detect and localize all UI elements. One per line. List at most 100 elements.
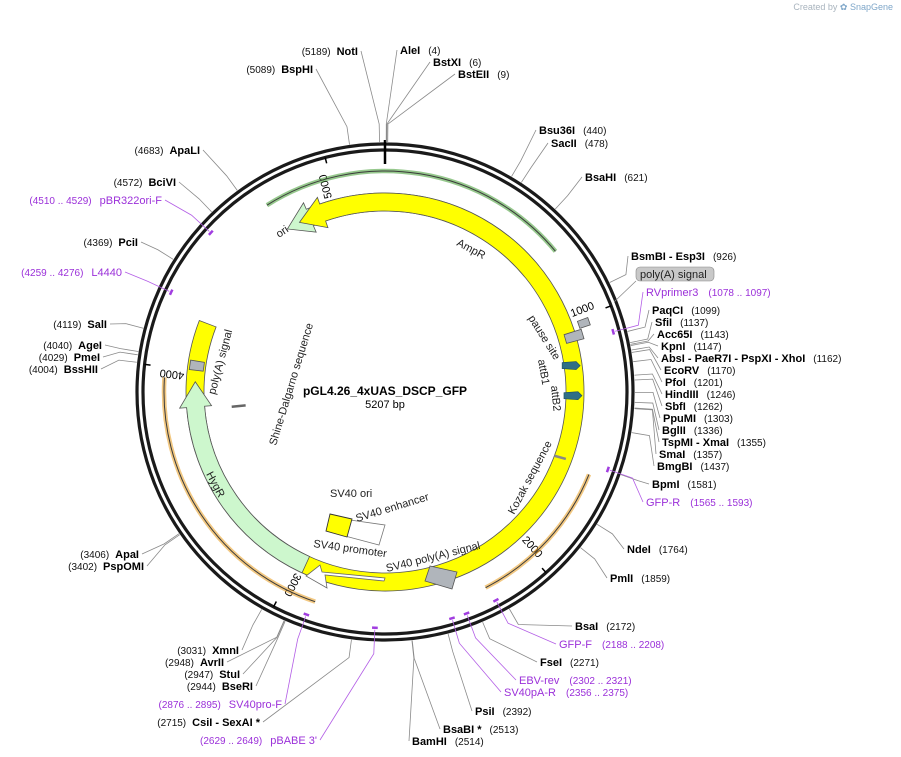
site-leader <box>146 534 180 567</box>
restriction-site[interactable]: (3031)XmnI <box>177 645 239 657</box>
site-position: (3406) <box>80 550 109 561</box>
restriction-site[interactable]: (4683)ApaLI <box>135 145 200 157</box>
restriction-site[interactable]: (2947)StuI <box>184 669 240 681</box>
restriction-site[interactable]: SmaI(1357) <box>659 449 722 461</box>
restriction-site[interactable]: SfiI(1137) <box>655 317 708 329</box>
restriction-site[interactable]: BstEII(9) <box>458 69 509 81</box>
restriction-site[interactable]: (5089)BspHI <box>246 64 313 76</box>
primer-site[interactable]: SV40pA-R (2356 .. 2375) <box>504 687 628 699</box>
restriction-site[interactable]: (4040)AgeI <box>43 340 102 352</box>
site-enzyme: PciI <box>118 237 138 249</box>
polya-signal-box <box>188 359 205 372</box>
restriction-site[interactable]: PsiI(2392) <box>475 706 531 718</box>
site-leader <box>408 640 415 742</box>
primer-leader <box>124 271 170 292</box>
site-leader <box>634 373 663 395</box>
restriction-site[interactable]: (3402)PspOMI <box>68 561 144 573</box>
site-enzyme: BciVI <box>148 177 176 189</box>
site-position: (1246) <box>707 390 736 401</box>
restriction-site[interactable]: PmlI(1859) <box>610 573 670 585</box>
restriction-site[interactable]: (2715)CsiI - SexAI * <box>157 717 260 729</box>
primer-site[interactable]: GFP-R(1565 .. 1593) <box>646 497 753 509</box>
restriction-site[interactable]: BglII(1336) <box>662 425 723 437</box>
restriction-site[interactable]: (4369) PciI <box>84 237 138 249</box>
primer-site[interactable]: (4259 .. 4276)L4440 <box>21 267 122 279</box>
site-enzyme: FseI <box>540 657 562 669</box>
primer-leader <box>466 615 517 681</box>
site-enzyme: SalI <box>87 319 107 331</box>
restriction-site[interactable]: (4029)PmeI <box>39 352 100 364</box>
restriction-site[interactable]: (4572)BciVI <box>114 177 176 189</box>
primer-site[interactable]: GFP-F(2188 .. 2208) <box>559 639 664 651</box>
primer-mark <box>611 328 616 335</box>
restriction-site[interactable]: BsaI(2172) <box>575 621 635 633</box>
restriction-site[interactable]: PaqCI(1099) <box>652 305 720 317</box>
restriction-site[interactable]: BmgBI(1437) <box>657 461 729 473</box>
primer-site[interactable]: EBV-rev(2302 .. 2321) <box>519 675 632 687</box>
restriction-site[interactable]: BsmBI - Esp3I(926) <box>631 251 736 263</box>
primer-position: (2629 .. 2649) <box>200 736 262 747</box>
restriction-site[interactable]: NdeI(1764) <box>627 544 688 556</box>
site-position: (1137) <box>680 318 708 329</box>
restriction-site[interactable]: EcoRV(1170) <box>664 365 735 377</box>
restriction-site[interactable]: (2944)BseRI <box>187 681 253 693</box>
site-position: (2947) <box>184 670 213 681</box>
restriction-site[interactable]: FseI(2271) <box>540 657 599 669</box>
restriction-site[interactable]: (4119) SalI <box>53 319 107 331</box>
site-leader <box>109 323 144 329</box>
primer-leader <box>284 616 307 705</box>
site-position: (4119) <box>53 320 81 331</box>
primer-site[interactable]: (2876 .. 2895)SV40pro-F <box>159 699 283 711</box>
restriction-site[interactable]: BsaHI(621) <box>585 172 648 184</box>
restriction-site[interactable]: TspMI - XmaI(1355) <box>662 437 766 449</box>
site-leader <box>620 474 650 485</box>
site-leader <box>631 432 655 467</box>
site-leader <box>509 608 573 627</box>
restriction-site[interactable]: PpuMI(1303) <box>663 413 733 425</box>
primer-name: SV40pA-R <box>504 687 556 699</box>
site-enzyme: BsmBI - Esp3I <box>631 251 705 263</box>
primer-position: (2356 .. 2375) <box>566 688 628 699</box>
site-enzyme: PpuMI <box>663 413 696 425</box>
primer-leader <box>452 620 502 693</box>
site-leader <box>386 61 431 143</box>
site-position: (1143) <box>700 330 728 341</box>
restriction-site[interactable]: KpnI(1147) <box>661 341 722 353</box>
primer-position: (1565 .. 1593) <box>690 498 752 509</box>
site-position: (6) <box>469 58 481 69</box>
restriction-site[interactable]: (3406)ApaI <box>80 549 139 561</box>
site-enzyme: BsaBI * <box>443 724 482 736</box>
restriction-site[interactable]: BstXI(6) <box>433 57 481 69</box>
primer-leader <box>319 629 376 741</box>
primer-site[interactable]: RVprimer3(1078 .. 1097) <box>646 287 771 299</box>
restriction-site[interactable]: HindIII (1246) <box>665 389 736 401</box>
site-enzyme: HindIII <box>665 389 699 401</box>
site-position: (1170) <box>707 366 735 377</box>
site-position: (1355) <box>737 438 766 449</box>
restriction-site[interactable]: SacII(478) <box>551 138 608 150</box>
primer-name: RVprimer3 <box>646 287 698 299</box>
site-position: (1357) <box>693 450 722 461</box>
site-leader <box>141 533 180 555</box>
site-position: (4369) <box>84 238 113 249</box>
restriction-site[interactable]: (4004)BssHII <box>29 364 98 376</box>
restriction-site[interactable]: BpmI(1581) <box>652 479 716 491</box>
plasmid-length: 5207 bp <box>365 399 405 411</box>
primer-arc-line <box>163 377 316 603</box>
restriction-site[interactable]: (5189)NotI <box>302 46 358 58</box>
restriction-site[interactable]: BamHI(2514) <box>412 736 484 748</box>
restriction-site[interactable]: SbfI(1262) <box>665 401 723 413</box>
site-enzyme: AleI <box>400 45 420 57</box>
restriction-site[interactable]: AbsI - PaeR7I - PspXI - XhoI(1162) <box>661 353 841 365</box>
site-leader <box>631 349 662 371</box>
restriction-site[interactable]: Acc65I(1143) <box>657 329 729 341</box>
restriction-site[interactable]: (2948)AvrII <box>165 657 224 669</box>
restriction-site[interactable]: Bsu36I(440) <box>539 125 606 137</box>
restriction-site[interactable]: BsaBI *(2513) <box>443 724 518 736</box>
site-position: (4004) <box>29 365 58 376</box>
restriction-site[interactable]: PfoI(1201) <box>665 377 723 389</box>
primer-site[interactable]: (2629 .. 2649)pBABE 3' <box>200 735 317 747</box>
primer-site[interactable]: (4510 .. 4529)pBR322ori-F <box>29 195 162 207</box>
restriction-site[interactable]: AleI(4) <box>400 45 440 57</box>
